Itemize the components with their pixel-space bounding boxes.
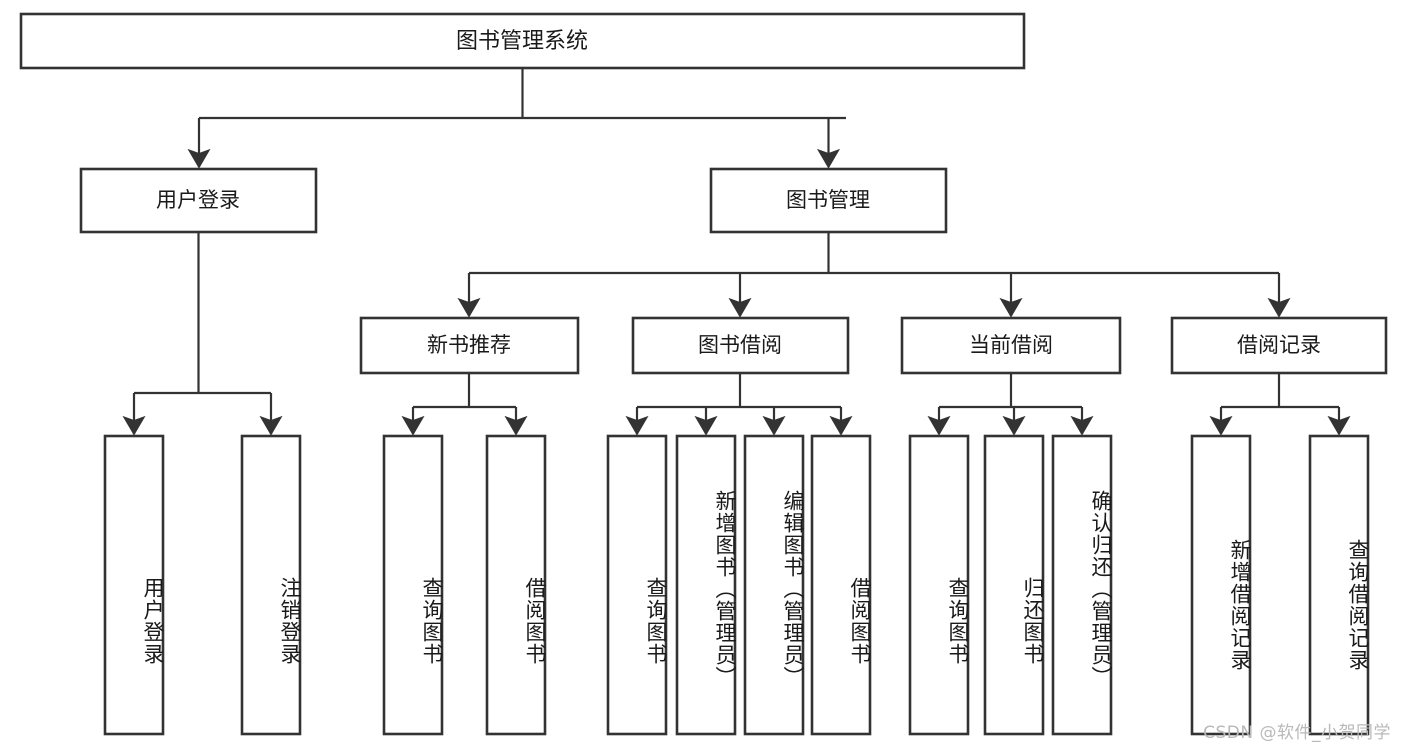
leaf-box-confirm-return-admin[interactable] [1051,434,1113,736]
leaf-box-add-book-admin[interactable] [675,434,737,736]
node-borrow-record[interactable]: 借阅记录 [1170,316,1388,375]
leaf-box-edit-book-admin[interactable] [743,434,805,736]
node-borrow-record-box[interactable] [1170,316,1388,375]
leaf-box-return-book[interactable] [983,434,1045,736]
node-current-borrow-box[interactable] [900,316,1122,375]
node-book-management-box[interactable] [709,167,948,234]
leaf-box-borrow-book[interactable] [810,434,872,736]
node-book-borrow[interactable]: 图书借阅 [631,316,850,375]
leaf-box-borrow-book-new[interactable] [485,434,547,736]
leaf-box-logout[interactable] [240,434,302,736]
node-user-login-label: 用户登录 [156,188,240,212]
node-book-management[interactable]: 图书管理 [709,167,948,234]
connector-group [122,68,1351,436]
node-root-label: 图书管理系统 [456,29,588,54]
csdn-watermark: CSDN @软件_小贺同学 [1203,723,1391,743]
node-borrow-record-label: 借阅记录 [1237,333,1321,357]
leaf-box-user-login[interactable] [103,434,165,736]
node-user-login[interactable]: 用户登录 [79,167,318,234]
node-new-book-recommend[interactable]: 新书推荐 [359,316,580,375]
node-root-box[interactable] [19,12,1026,70]
leaf-box-query-borrow-record[interactable] [1308,434,1370,736]
node-book-management-label: 图书管理 [786,188,870,212]
node-current-borrow[interactable]: 当前借阅 [900,316,1122,375]
leaf-box-query-book-current[interactable] [908,434,970,736]
node-current-borrow-label: 当前借阅 [969,333,1053,357]
node-new-book-recommend-label: 新书推荐 [427,333,511,357]
leaf-box-add-borrow-record[interactable] [1190,434,1252,736]
node-book-borrow-box[interactable] [631,316,850,375]
node-new-book-recommend-box[interactable] [359,316,580,375]
leaf-node-group [103,434,1370,736]
node-book-borrow-label: 图书借阅 [698,333,782,357]
leaf-box-query-book-new[interactable] [382,434,444,736]
node-user-login-box[interactable] [79,167,318,234]
node-root[interactable]: 图书管理系统 [19,12,1026,70]
leaf-box-query-book-borrow[interactable] [606,434,668,736]
